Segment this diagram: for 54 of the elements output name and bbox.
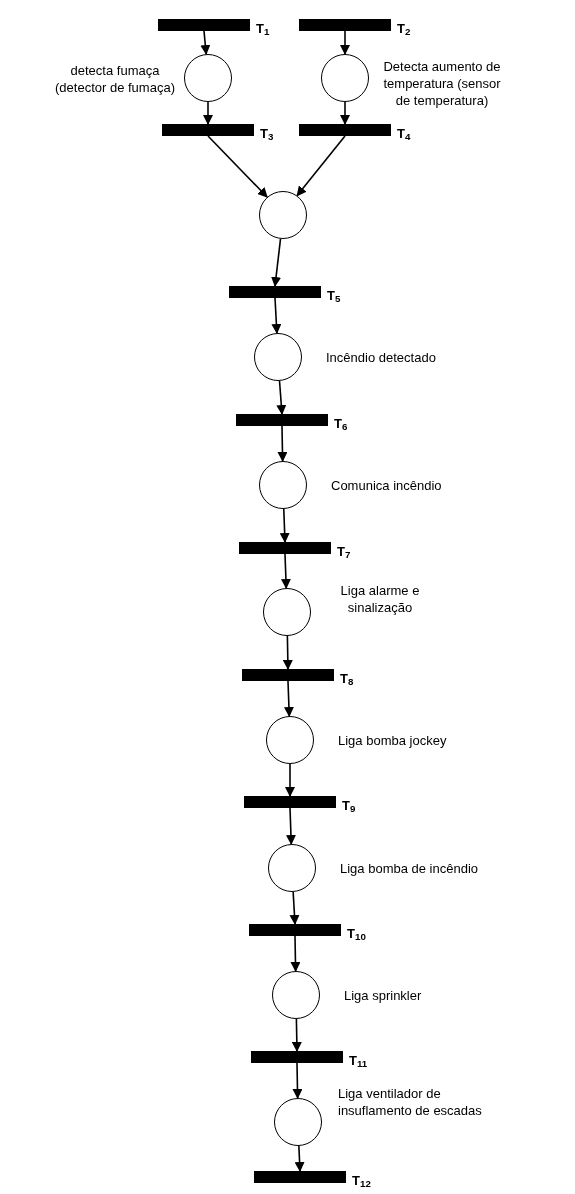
place-label: Liga bomba de incêndio: [340, 860, 479, 877]
transition-label: T$_{6}$: [334, 415, 348, 434]
arrow: [285, 807, 296, 845]
transition-bar: [254, 1171, 346, 1183]
transition-label: T$_{12}$: [352, 1172, 371, 1191]
transition-label: T$_{2}$: [397, 20, 411, 39]
transition-label: T$_{1}$: [256, 20, 270, 39]
arrow: [292, 1062, 303, 1099]
transition-label: T$_{7}$: [337, 543, 351, 562]
arrow: [200, 30, 211, 56]
transition-label: T$_{10}$: [347, 925, 366, 944]
transition-label: T$_{9}$: [342, 797, 356, 816]
place-label: Liga bomba jockey: [338, 732, 447, 749]
arrow: [289, 891, 300, 925]
arrow: [203, 101, 213, 125]
arrow: [207, 135, 268, 198]
place-label: Liga alarme e sinalização: [339, 582, 421, 616]
place-label: Liga sprinkler: [344, 987, 422, 1004]
transition-bar: [239, 542, 331, 554]
arrow: [296, 135, 346, 197]
transition-label: T$_{4}$: [397, 125, 411, 144]
arrow: [283, 680, 294, 717]
arrow: [277, 425, 288, 462]
transition-bar: [299, 124, 391, 136]
place-label: detecta fumaça (detector de fumaça): [54, 62, 176, 96]
transition-label: T$_{8}$: [340, 670, 354, 689]
arrow: [279, 508, 290, 543]
arrow: [282, 635, 293, 670]
place-label: Liga ventilador de insuflamento de escadas: [338, 1085, 483, 1119]
transition-bar: [162, 124, 254, 136]
arrow: [276, 380, 287, 415]
transition-bar: [158, 19, 250, 31]
arrow: [271, 297, 282, 334]
arrow: [291, 1018, 302, 1052]
arrow: [290, 935, 301, 972]
arrow: [285, 763, 295, 797]
transition-label: T$_{5}$: [327, 287, 341, 306]
transition-label: T$_{11}$: [349, 1052, 368, 1071]
place-label: Incêndio detectado: [326, 349, 436, 366]
arrow: [294, 1145, 305, 1172]
place-label: Comunica incêndio: [331, 477, 442, 494]
transition-bar: [251, 1051, 343, 1063]
transition-bar: [299, 19, 391, 31]
arrow: [340, 101, 350, 125]
arrow: [340, 30, 350, 55]
arrow: [280, 553, 291, 589]
transition-bar: [236, 414, 328, 426]
transition-bar: [242, 669, 334, 681]
transition-label: T$_{3}$: [260, 125, 274, 144]
transition-bar: [229, 286, 321, 298]
arrow: [271, 238, 282, 287]
transition-bar: [244, 796, 336, 808]
transition-bar: [249, 924, 341, 936]
place-label: Detecta aumento de temperatura (sensor de temperatura): [382, 58, 502, 109]
